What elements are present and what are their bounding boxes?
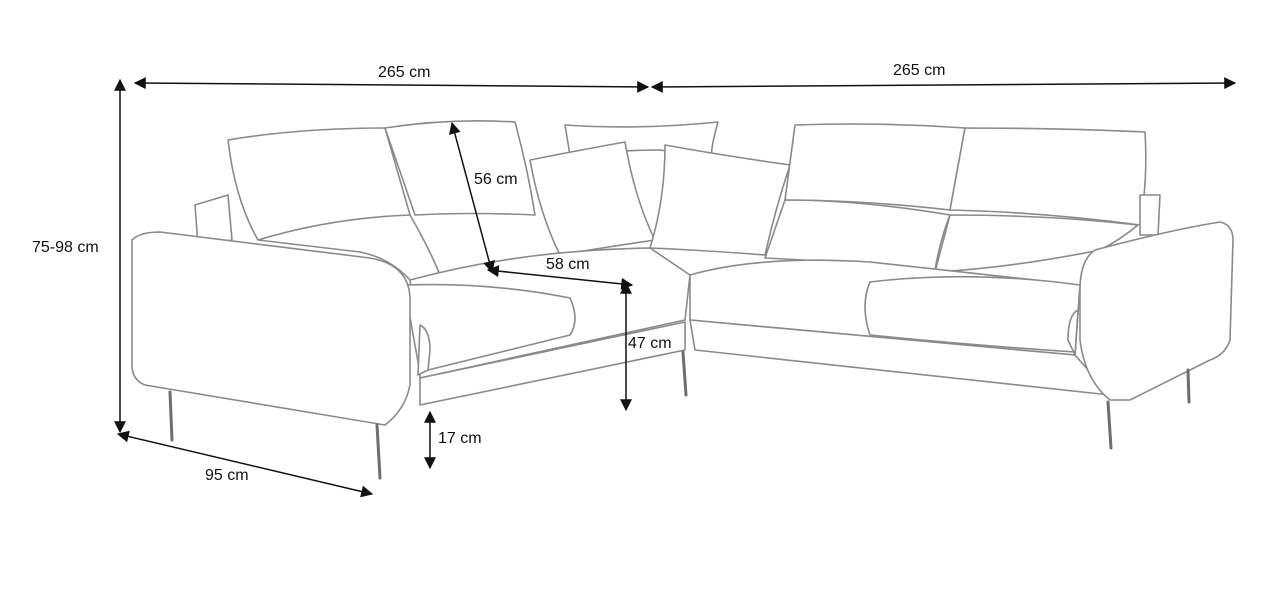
- sofa-outline: [131, 120, 1234, 426]
- height-label: 75-98 cm: [32, 239, 99, 256]
- dimension-arrows: [114, 77, 1237, 498]
- width-right-label: 265 cm: [893, 62, 946, 79]
- backrest-label: 56 cm: [474, 171, 518, 188]
- seat-depth-arrow: [486, 265, 634, 290]
- leg-height-label: 17 cm: [438, 430, 482, 447]
- seat-height-label: 47 cm: [628, 335, 672, 352]
- width-left-arrow: [133, 77, 650, 93]
- width-left-label: 265 cm: [378, 64, 431, 81]
- backrest-arrow: [449, 121, 495, 274]
- depth-label: 95 cm: [205, 467, 249, 484]
- depth-arrow: [116, 430, 374, 498]
- seat-depth-label: 58 cm: [546, 256, 590, 273]
- width-right-arrow: [650, 77, 1237, 93]
